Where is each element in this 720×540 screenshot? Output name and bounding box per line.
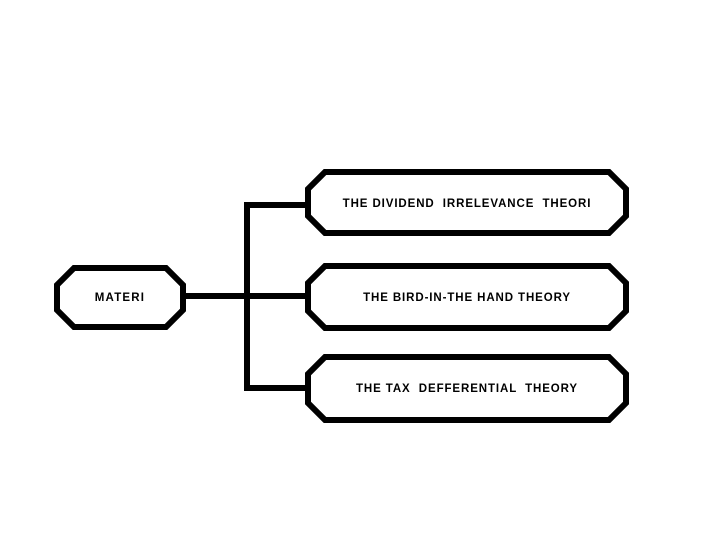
node-root-materi[interactable]: MATERI — [54, 265, 186, 330]
node-branch-tax-defferential[interactable]: THE TAX DEFFERENTIAL THEORY — [305, 354, 629, 423]
node-branch-dividend-irrelevance[interactable]: THE DIVIDEND IRRELEVANCE THEORI — [305, 169, 629, 236]
connector-group — [180, 202, 311, 391]
node-branch-3-octagon-shape — [305, 354, 629, 423]
node-branch-bird-in-the-hand[interactable]: THE BIRD-IN-THE HAND THEORY — [305, 263, 629, 331]
node-root-octagon-shape — [54, 265, 186, 330]
node-branch-1-octagon-shape — [305, 169, 629, 236]
node-root-label: MATERI — [95, 292, 145, 304]
node-branch-1-label: THE DIVIDEND IRRELEVANCE THEORI — [343, 198, 592, 210]
node-branch-2-octagon-shape — [305, 263, 629, 331]
node-branch-3-label: THE TAX DEFFERENTIAL THEORY — [356, 383, 578, 395]
node-branch-2-label: THE BIRD-IN-THE HAND THEORY — [363, 292, 571, 304]
